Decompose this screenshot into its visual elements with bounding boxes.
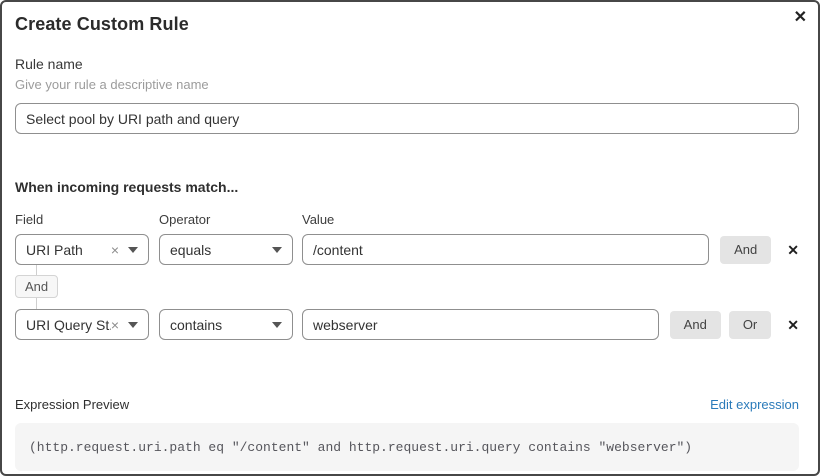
field-select-value: URI Query St... (26, 316, 111, 333)
chevron-down-icon (128, 246, 138, 253)
chevron-down-icon (272, 321, 282, 328)
operator-column-label: Operator (159, 212, 211, 227)
rule-name-input[interactable] (15, 103, 799, 134)
operator-select-value: equals (170, 241, 212, 258)
expression-preview-label: Expression Preview (15, 397, 130, 412)
operator-select[interactable]: contains (159, 309, 293, 340)
value-input[interactable] (302, 234, 710, 265)
and-button[interactable]: And (720, 235, 772, 264)
close-icon[interactable]: ✕ (793, 9, 807, 26)
dialog-title: Create Custom Rule (15, 14, 189, 34)
chevron-down-icon (272, 246, 282, 253)
remove-condition-icon[interactable]: ✕ (787, 241, 799, 258)
clear-icon[interactable]: × (110, 316, 119, 333)
and-button[interactable]: And (669, 310, 721, 339)
field-select[interactable]: URI Query St... × (15, 309, 149, 340)
expression-code-block: (http.request.uri.path eq "/content" and… (15, 423, 799, 471)
logic-connector: And (15, 265, 799, 309)
field-select[interactable]: URI Path × (15, 234, 149, 265)
operator-select[interactable]: equals (159, 234, 293, 265)
condition-row: URI Path × equals And ✕ (15, 234, 799, 265)
remove-condition-icon[interactable]: ✕ (787, 316, 799, 333)
connector-line (36, 298, 37, 309)
rule-name-helper: Give your rule a descriptive name (15, 77, 209, 92)
or-button[interactable]: Or (728, 310, 772, 339)
chevron-down-icon (128, 321, 138, 328)
field-select-value: URI Path (26, 241, 83, 258)
field-column-label: Field (15, 212, 44, 227)
match-heading: When incoming requests match... (15, 179, 239, 195)
value-column-label: Value (302, 212, 335, 227)
connector-and-chip[interactable]: And (15, 275, 59, 298)
value-input[interactable] (302, 309, 659, 340)
connector-line (36, 265, 37, 275)
condition-row: URI Query St... × contains And Or ✕ (15, 309, 799, 340)
condition-column-labels: Field Operator Value (15, 212, 799, 227)
rule-name-label: Rule name (15, 56, 83, 72)
edit-expression-link[interactable]: Edit expression (710, 397, 799, 412)
operator-select-value: contains (170, 316, 223, 333)
expression-header: Expression Preview Edit expression (15, 397, 799, 412)
clear-icon[interactable]: × (110, 241, 119, 258)
